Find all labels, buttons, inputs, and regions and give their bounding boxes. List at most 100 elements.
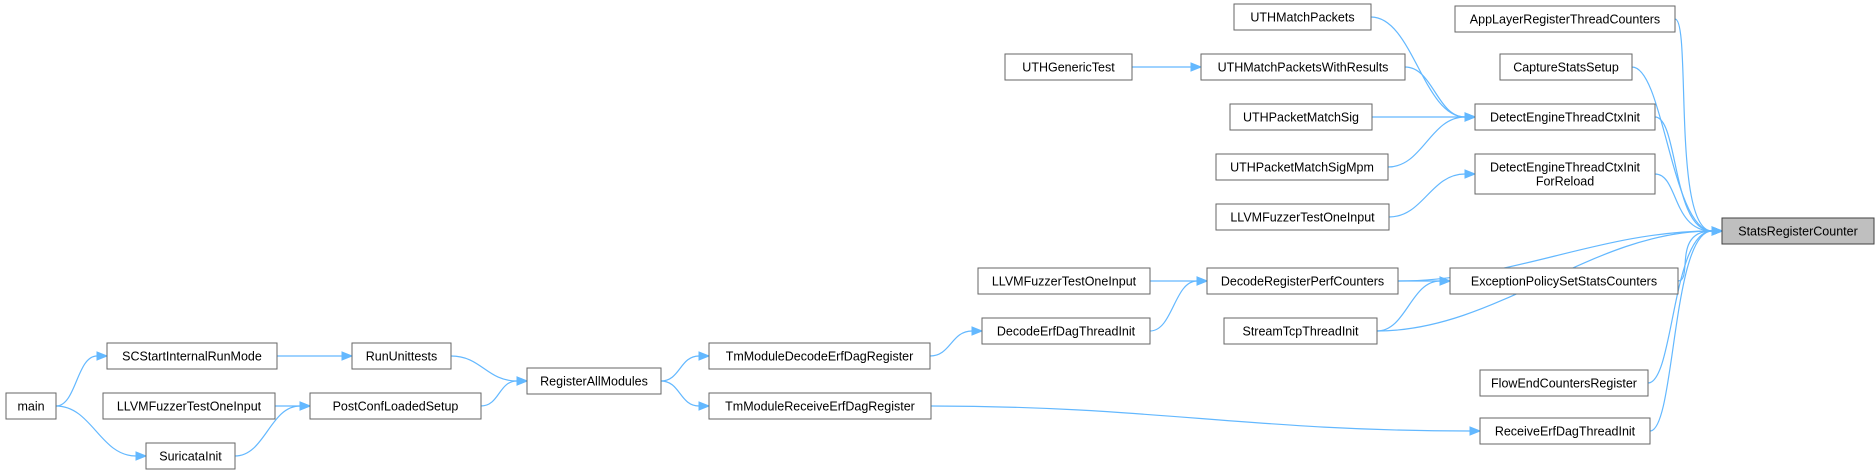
node-box <box>1721 217 1875 245</box>
node-main[interactable]: main <box>5 392 57 420</box>
edge-tmrecv-to-recverf <box>930 405 1482 436</box>
node-capture-stats-setup[interactable]: CaptureStatsSetup <box>1499 53 1633 81</box>
edge-line <box>1149 280 1198 332</box>
edge-uthgen-to-uthmpwr <box>1132 62 1203 72</box>
node-label: PostConfLoadedSetup <box>333 400 459 414</box>
edge-line <box>1388 173 1466 218</box>
node-uthpacket-match-sig[interactable]: UTHPacketMatchSig <box>1229 103 1373 131</box>
edge-line <box>480 380 518 407</box>
node-box <box>1454 5 1676 33</box>
edge-flowend-to-stats <box>1647 226 1724 384</box>
node-uthpacket-match-sig-mpm[interactable]: UTHPacketMatchSigMpm <box>1215 153 1389 181</box>
node-label: RegisterAllModules <box>540 375 648 389</box>
node-box <box>1206 267 1399 295</box>
edge-line <box>1631 66 1713 232</box>
edge-regall-to-tmdec <box>660 351 711 382</box>
node-label: UTHPacketMatchSig <box>1243 111 1359 125</box>
edges-layer <box>55 16 1724 461</box>
node-label: ExceptionPolicySetStatsCounters <box>1471 275 1657 289</box>
node-label: DecodeRegisterPerfCounters <box>1221 275 1384 289</box>
edge-line <box>1376 280 1441 332</box>
node-label: SuricataInit <box>159 450 222 464</box>
edge-arrowhead <box>135 451 148 461</box>
node-flow-end-counters-register[interactable]: FlowEndCountersRegister <box>1479 369 1649 397</box>
edge-line <box>1387 116 1466 168</box>
node-uthmatch-packets[interactable]: UTHMatchPackets <box>1233 3 1372 31</box>
edge-scstart-to-runut <box>277 351 354 361</box>
edge-line <box>1654 116 1713 232</box>
edge-arrowhead <box>96 351 109 361</box>
node-label: UTHPacketMatchSigMpm <box>1230 161 1374 175</box>
edge-arrowhead <box>1711 226 1724 236</box>
node-box <box>708 342 931 370</box>
edge-line <box>1674 18 1713 232</box>
node-label: LLVMFuzzerTestOneInput <box>117 400 262 414</box>
node-box <box>1215 203 1390 231</box>
node-label: ReceiveErfDagThreadInit <box>1495 425 1636 439</box>
node-llvmfuzzer-test-one-input[interactable]: LLVMFuzzerTestOneInput <box>102 392 276 420</box>
node-label: AppLayerRegisterThreadCounters <box>1470 13 1660 27</box>
edge-exc-to-stats <box>1677 226 1724 282</box>
node-label: UTHMatchPacketsWithResults <box>1218 61 1389 75</box>
node-app-layer-register-thread-counters[interactable]: AppLayerRegisterThreadCounters <box>1454 5 1676 33</box>
node-uthgeneric-test[interactable]: UTHGenericTest <box>1004 53 1133 81</box>
edge-line <box>930 405 1471 432</box>
edge-line <box>929 330 973 357</box>
node-label: main <box>17 400 44 414</box>
edge-arrowhead <box>698 401 711 411</box>
node-box <box>145 442 236 470</box>
edge-main-to-scstart <box>55 351 109 407</box>
node-label: RunUnittests <box>366 350 438 364</box>
edge-uthpmsm-to-detinit <box>1387 112 1477 168</box>
node-label: DetectEngineThreadCtxInit <box>1490 161 1641 175</box>
node-stats-register-counter[interactable]: StatsRegisterCounter <box>1721 217 1875 245</box>
edge-arrowhead <box>1190 62 1203 72</box>
node-receive-erf-dag-thread-init[interactable]: ReceiveErfDagThreadInit <box>1479 417 1651 445</box>
node-decode-erf-dag-thread-init[interactable]: DecodeErfDagThreadInit <box>981 317 1151 345</box>
edge-suri-to-pcls <box>234 401 312 457</box>
edge-line <box>55 355 98 407</box>
edge-decerf-to-decperf <box>1149 276 1209 332</box>
edge-line <box>234 405 301 457</box>
edge-arrowhead <box>1469 426 1482 436</box>
node-label: UTHMatchPackets <box>1250 11 1354 25</box>
edge-arrowhead <box>1196 276 1209 286</box>
node-llvmfuzzer-test-one-input[interactable]: LLVMFuzzerTestOneInput <box>1215 203 1390 231</box>
node-box <box>1200 53 1406 81</box>
node-detect-engine-thread-ctx-init[interactable]: DetectEngineThreadCtxInit <box>1474 103 1656 131</box>
node-box <box>1479 417 1651 445</box>
node-post-conf-loaded-setup[interactable]: PostConfLoadedSetup <box>309 392 482 420</box>
edge-arrowhead <box>1464 169 1477 179</box>
node-label: StatsRegisterCounter <box>1738 225 1858 239</box>
node-llvmfuzzer-test-one-input[interactable]: LLVMFuzzerTestOneInput <box>977 267 1151 295</box>
node-exception-policy-set-stats-counters[interactable]: ExceptionPolicySetStatsCounters <box>1449 267 1679 295</box>
edge-line <box>55 405 137 457</box>
node-box <box>1449 267 1679 295</box>
node-tm-module-decode-erf-dag-register[interactable]: TmModuleDecodeErfDagRegister <box>708 342 931 370</box>
node-label: DetectEngineThreadCtxInit <box>1490 111 1641 125</box>
edge-main-to-suri <box>55 405 148 461</box>
node-register-all-modules[interactable]: RegisterAllModules <box>526 367 662 395</box>
edge-arrowhead <box>1464 112 1477 122</box>
node-label: SCStartInternalRunMode <box>122 350 262 364</box>
node-box <box>1004 53 1133 81</box>
node-stream-tcp-thread-init[interactable]: StreamTcpThreadInit <box>1223 317 1378 345</box>
node-tm-module-receive-erf-dag-register[interactable]: TmModuleReceiveErfDagRegister <box>708 392 932 420</box>
node-decode-register-perf-counters[interactable]: DecodeRegisterPerfCounters <box>1206 267 1399 295</box>
node-box <box>526 367 662 395</box>
node-label: TmModuleReceiveErfDagRegister <box>725 400 915 414</box>
node-label: ForReload <box>1536 175 1594 189</box>
node-box <box>1474 153 1656 195</box>
node-box <box>1215 153 1389 181</box>
edge-arrowhead <box>341 351 354 361</box>
node-suricata-init[interactable]: SuricataInit <box>145 442 236 470</box>
node-run-unittests[interactable]: RunUnittests <box>351 342 452 370</box>
edge-arrowhead <box>971 326 984 336</box>
edge-arrowhead <box>299 401 312 411</box>
node-uthmatch-packets-with-results[interactable]: UTHMatchPacketsWithResults <box>1200 53 1406 81</box>
edge-pcls-to-regall <box>480 376 529 407</box>
node-scstart-internal-run-mode[interactable]: SCStartInternalRunMode <box>106 342 278 370</box>
edge-tmdec-to-decerf <box>929 326 984 357</box>
node-box <box>981 317 1151 345</box>
